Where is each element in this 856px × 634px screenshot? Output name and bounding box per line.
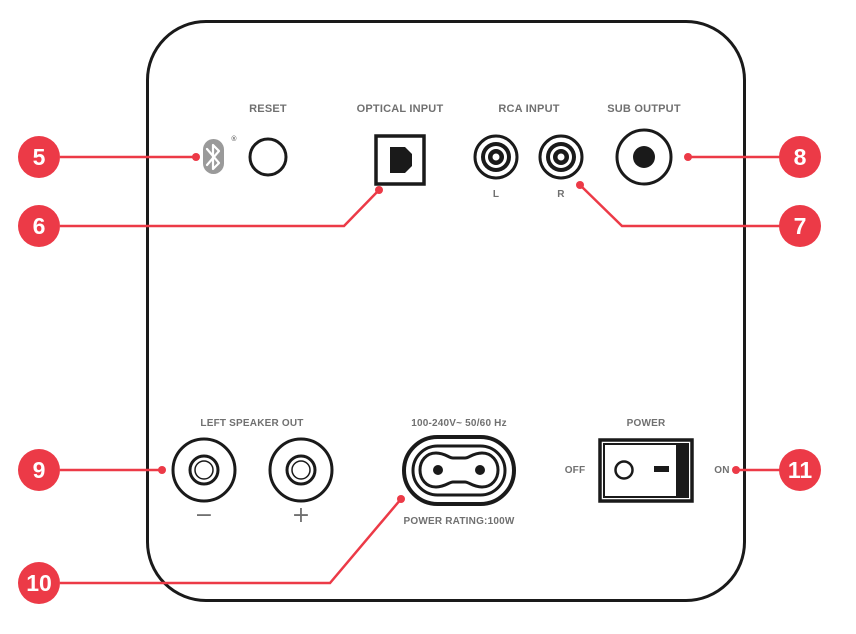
leader-line-10: [60, 498, 402, 585]
leader-dot-8: [684, 153, 692, 161]
on-label: ON: [714, 465, 730, 476]
sub-output-jack: [615, 128, 673, 186]
rca-right-jack: [538, 134, 584, 180]
callout-8: 8: [779, 136, 821, 178]
reset-button: [248, 137, 288, 177]
ac-power-inlet: [402, 435, 516, 506]
minus-sign: −: [194, 503, 214, 528]
rca-left-label: L: [492, 189, 500, 200]
off-label: OFF: [564, 465, 586, 476]
speaker-terminal-minus: [171, 437, 237, 503]
leader-dot-11: [732, 466, 740, 474]
power-label: POWER: [626, 418, 666, 429]
leader-line-6: [60, 189, 380, 228]
rca-input-label: RCA INPUT: [498, 103, 560, 115]
bluetooth-icon: [203, 139, 224, 174]
callout-9: 9: [18, 449, 60, 491]
leader-dot-5: [192, 153, 200, 161]
power-switch: [598, 438, 694, 503]
plus-sign: +: [291, 503, 311, 528]
optical-input-port: [374, 134, 426, 186]
left-speaker-out-label: LEFT SPEAKER OUT: [200, 418, 304, 429]
callout-5: 5: [18, 136, 60, 178]
leader-dot-10: [397, 495, 405, 503]
speaker-terminal-plus: [268, 437, 334, 503]
rca-right-label: R: [557, 189, 565, 200]
leader-dot-7: [576, 181, 584, 189]
callout-10: 10: [18, 562, 60, 604]
leader-line-7: [579, 184, 800, 228]
voltage-label: 100-240V~ 50/60 Hz: [411, 418, 507, 429]
callout-11: 11: [779, 449, 821, 491]
leader-dot-6: [375, 186, 383, 194]
power-rating-label: POWER RATING:100W: [403, 516, 515, 527]
callout-7: 7: [779, 205, 821, 247]
registered-mark: ®: [231, 136, 237, 143]
callout-6: 6: [18, 205, 60, 247]
reset-label: RESET: [249, 103, 287, 115]
optical-input-label: OPTICAL INPUT: [356, 103, 444, 115]
leader-dot-9: [158, 466, 166, 474]
rca-left-jack: [473, 134, 519, 180]
sub-output-label: SUB OUTPUT: [607, 103, 681, 115]
